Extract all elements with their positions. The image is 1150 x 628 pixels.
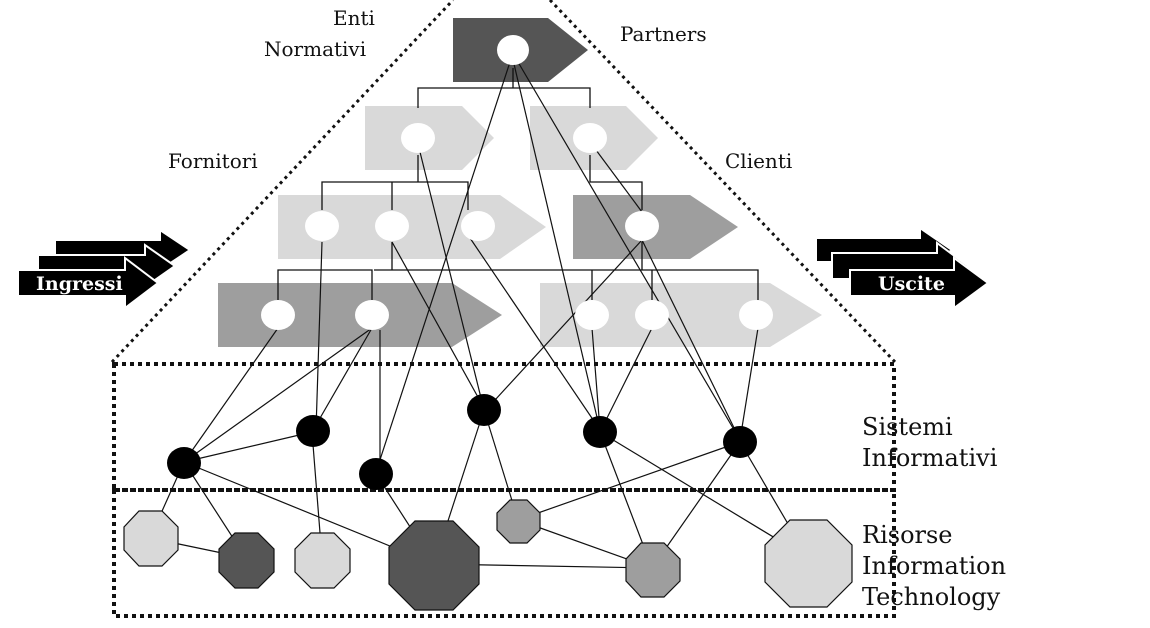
risorse-it-label-line2: Information	[862, 552, 1006, 580]
process-node	[261, 300, 295, 330]
process-node	[305, 211, 339, 241]
process-node	[739, 300, 773, 330]
process-nodes	[261, 35, 773, 330]
process-node	[497, 35, 529, 65]
process-node	[575, 300, 609, 330]
it-resource	[625, 542, 681, 598]
ingressi-arrows: Ingressi	[17, 228, 192, 311]
chevron-l4-right	[540, 283, 822, 347]
org-tree-lines	[277, 68, 759, 300]
risorse-it-label-line3: Technology	[862, 583, 1001, 611]
system-node	[359, 458, 393, 490]
process-node	[625, 211, 659, 241]
uscite-label: Uscite	[878, 273, 945, 295]
process-node	[401, 123, 435, 153]
system-node	[583, 416, 617, 448]
enti-normativi-label-line2: Normativi	[264, 37, 366, 61]
it-resource	[496, 499, 541, 544]
risorse-it-box	[112, 488, 896, 618]
ingressi-label: Ingressi	[36, 273, 123, 295]
sistemi-informativi-box	[112, 362, 896, 492]
it-resource-octagons	[123, 499, 853, 611]
process-node	[461, 211, 495, 241]
it-resource	[764, 519, 853, 608]
system-node	[167, 447, 201, 479]
process-node	[635, 300, 669, 330]
process-node	[573, 123, 607, 153]
uscite-arrows: Uscite	[815, 226, 990, 310]
pyramid-left-edge	[110, 0, 455, 364]
chevron-l3-left	[278, 195, 546, 259]
process-node	[375, 211, 409, 241]
it-resource	[218, 532, 275, 589]
system-node	[467, 394, 501, 426]
system-node	[296, 415, 330, 447]
enti-normativi-label-line1: Enti	[333, 6, 375, 30]
it-resource	[294, 532, 351, 589]
risorse-it-label-line1: Risorse	[862, 521, 953, 549]
fornitori-label: Fornitori	[168, 149, 258, 173]
it-resource	[388, 520, 480, 611]
it-resource	[123, 510, 179, 567]
process-chevrons	[218, 18, 822, 347]
process-node	[355, 300, 389, 330]
system-node	[723, 426, 757, 458]
sistemi-informativi-label-line1: Sistemi	[862, 413, 953, 441]
partners-label: Partners	[620, 22, 707, 46]
information-system-nodes	[167, 394, 757, 490]
sistemi-informativi-label-line2: Informativi	[862, 444, 998, 472]
clienti-label: Clienti	[725, 149, 792, 173]
